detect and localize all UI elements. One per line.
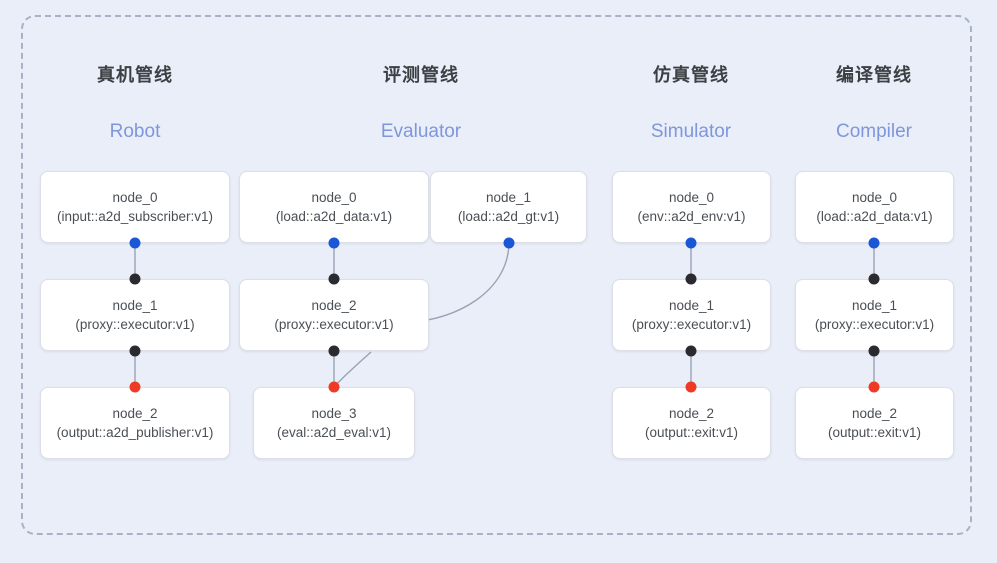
port-output-evaluator-2[interactable] xyxy=(328,345,340,357)
node-evaluator-3[interactable]: node_3 (eval::a2d_eval:v1) xyxy=(253,387,415,459)
node-spec: (proxy::executor:v1) xyxy=(75,317,195,332)
node-simulator-0[interactable]: node_0 (env::a2d_env:v1) xyxy=(612,171,771,243)
node-simulator-2[interactable]: node_2 (output::exit:v1) xyxy=(612,387,771,459)
node-spec: (output::exit:v1) xyxy=(644,425,739,440)
node-name: node_0 xyxy=(851,190,898,205)
node-robot-1[interactable]: node_1 (proxy::executor:v1) xyxy=(40,279,230,351)
node-name: node_1 xyxy=(112,298,158,313)
port-input-simulator-2[interactable] xyxy=(685,381,697,393)
node-spec: (input::a2d_subscriber:v1) xyxy=(56,209,214,224)
node-compiler-2[interactable]: node_2 (output::exit:v1) xyxy=(795,387,954,459)
node-spec: (proxy::executor:v1) xyxy=(631,317,752,332)
node-name: node_0 xyxy=(668,190,715,205)
node-compiler-1[interactable]: node_1 (proxy::executor:v1) xyxy=(795,279,954,351)
node-compiler-0[interactable]: node_0 (load::a2d_data:v1) xyxy=(795,171,954,243)
node-spec: (env::a2d_env:v1) xyxy=(637,209,746,224)
node-spec: (load::a2d_gt:v1) xyxy=(457,209,560,224)
node-robot-0[interactable]: node_0 (input::a2d_subscriber:v1) xyxy=(40,171,230,243)
node-evaluator-1[interactable]: node_1 (load::a2d_gt:v1) xyxy=(430,171,587,243)
node-robot-2[interactable]: node_2 (output::a2d_publisher:v1) xyxy=(40,387,230,459)
node-evaluator-0[interactable]: node_0 (load::a2d_data:v1) xyxy=(239,171,429,243)
port-output-simulator-0[interactable] xyxy=(685,237,697,249)
node-simulator-1[interactable]: node_1 (proxy::executor:v1) xyxy=(612,279,771,351)
node-name: node_2 xyxy=(112,406,158,421)
node-name: node_1 xyxy=(851,298,898,313)
node-spec: (output::a2d_publisher:v1) xyxy=(56,425,214,440)
node-spec: (output::exit:v1) xyxy=(827,425,922,440)
port-output-simulator-1[interactable] xyxy=(685,345,697,357)
port-output-robot-0[interactable] xyxy=(129,237,141,249)
node-name: node_2 xyxy=(851,406,898,421)
node-spec: (proxy::executor:v1) xyxy=(274,317,394,332)
port-output-evaluator-1[interactable] xyxy=(503,237,515,249)
port-output-robot-1[interactable] xyxy=(129,345,141,357)
node-spec: (load::a2d_data:v1) xyxy=(816,209,933,224)
node-evaluator-2[interactable]: node_2 (proxy::executor:v1) xyxy=(239,279,429,351)
node-spec: (eval::a2d_eval:v1) xyxy=(276,425,392,440)
port-input-robot-1[interactable] xyxy=(129,273,141,285)
node-name: node_3 xyxy=(311,406,357,421)
node-name: node_2 xyxy=(668,406,715,421)
port-input-compiler-2[interactable] xyxy=(868,381,880,393)
node-name: node_1 xyxy=(668,298,715,313)
port-input-simulator-1[interactable] xyxy=(685,273,697,285)
port-output-compiler-1[interactable] xyxy=(868,345,880,357)
port-input-evaluator-3[interactable] xyxy=(328,381,340,393)
node-name: node_1 xyxy=(485,190,532,205)
node-name: node_0 xyxy=(311,190,357,205)
port-input-compiler-1[interactable] xyxy=(868,273,880,285)
node-name: node_0 xyxy=(112,190,158,205)
node-name: node_2 xyxy=(311,298,357,313)
port-input-robot-2[interactable] xyxy=(129,381,141,393)
port-output-evaluator-0[interactable] xyxy=(328,237,340,249)
node-spec: (load::a2d_data:v1) xyxy=(275,209,393,224)
node-spec: (proxy::executor:v1) xyxy=(814,317,935,332)
port-input-evaluator-2[interactable] xyxy=(328,273,340,285)
port-output-compiler-0[interactable] xyxy=(868,237,880,249)
